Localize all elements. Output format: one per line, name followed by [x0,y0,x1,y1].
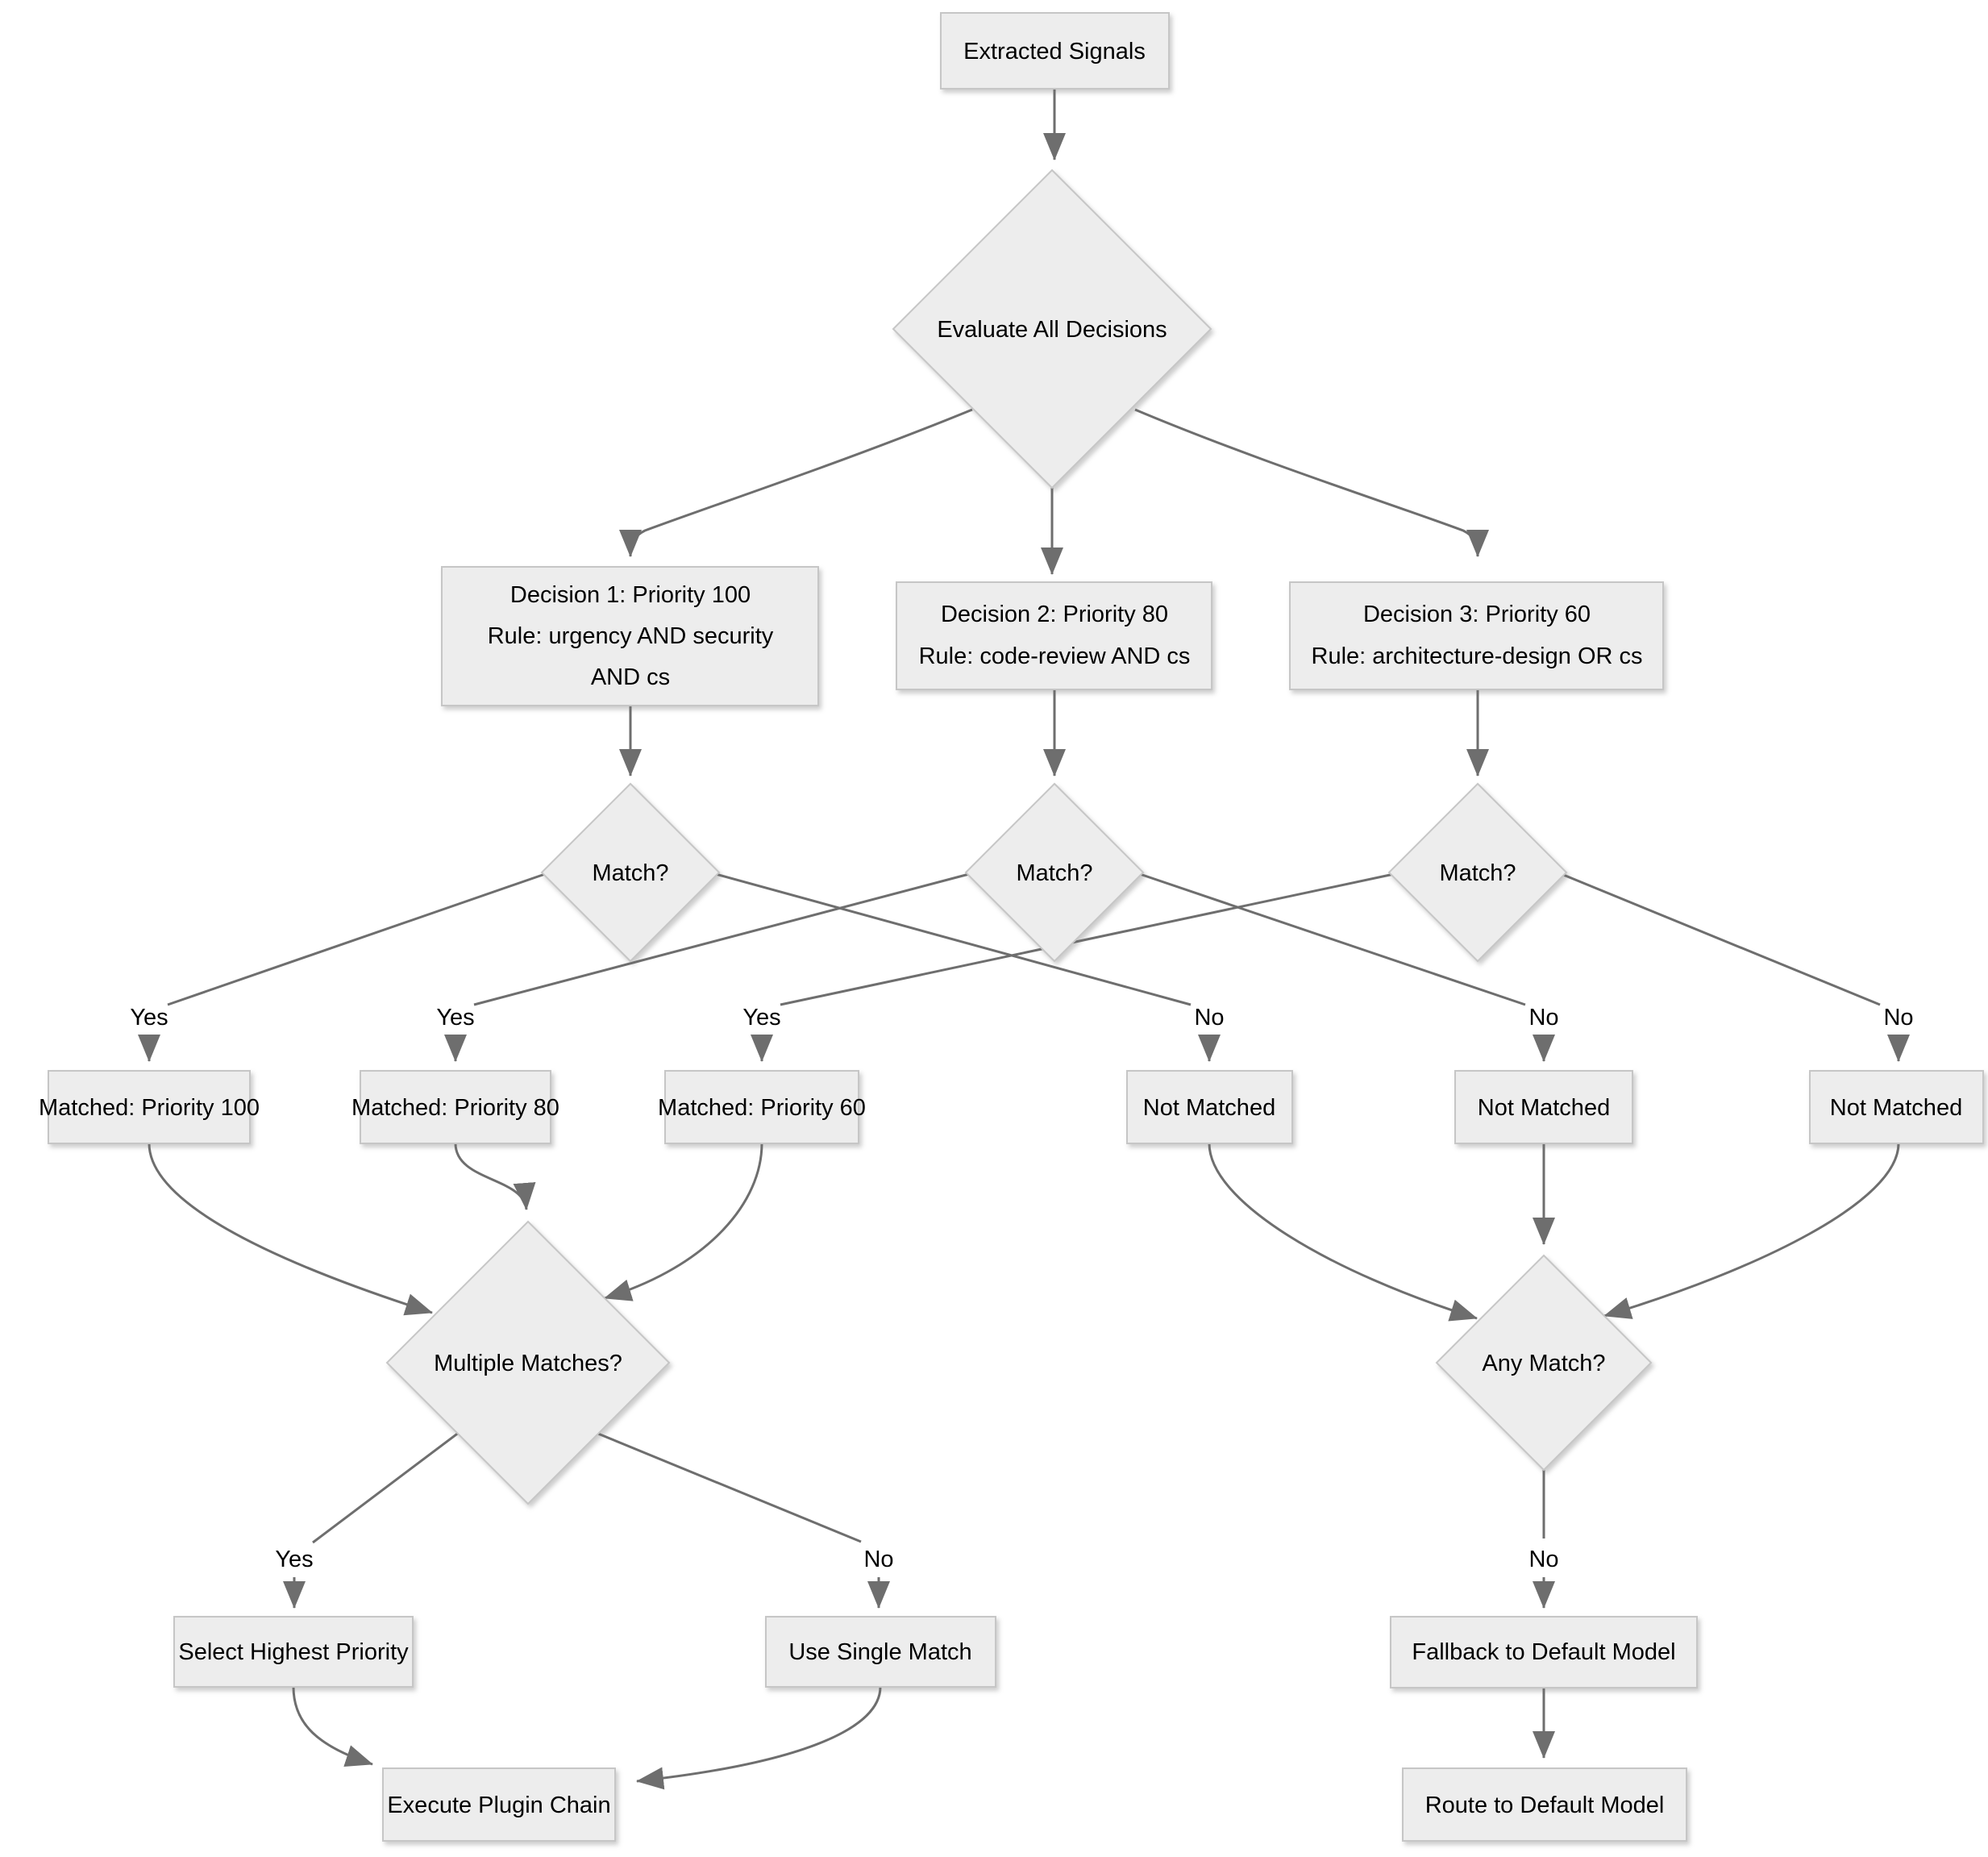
node-decision-2-line1: Decision 2: Priority 80 [941,602,1168,627]
node-fallback-default-model-box [1390,1616,1698,1688]
node-any-match-label: Any Match? [1482,1351,1605,1376]
node-not-matched-2: Not Matched [1454,1070,1633,1144]
edge-label-no-5: No [1528,1547,1558,1572]
node-multiple-matches: Multiple Matches? [385,1220,671,1505]
node-not-matched-2-label: Not Matched [1478,1095,1610,1121]
node-not-matched-3-box [1809,1070,1984,1144]
node-decision-1: Decision 1: Priority 100 Rule: urgency A… [441,566,819,706]
edge-multiple-no-line [597,1432,862,1543]
node-match-3-diamond [1387,782,1568,963]
node-fallback-default-model: Fallback to Default Model [1390,1616,1698,1688]
node-not-matched-1-box [1126,1070,1293,1144]
node-use-single-match-box [765,1616,996,1688]
node-multiple-matches-label: Multiple Matches? [434,1351,622,1376]
node-matched-priority-80-label: Matched: Priority 80 [351,1095,559,1121]
node-execute-plugin-chain-label: Execute Plugin Chain [387,1792,610,1818]
edge-label-no-1: No [1194,1005,1224,1031]
edge-notmatched3-to-anymatch [1603,1143,1900,1319]
node-fallback-default-model-label: Fallback to Default Model [1412,1639,1675,1665]
node-select-highest-priority-label: Select Highest Priority [178,1639,409,1665]
node-use-single-match-label: Use Single Match [788,1639,971,1665]
node-not-matched-3-label: Not Matched [1830,1095,1962,1121]
node-matched-priority-60-box [664,1070,859,1144]
node-multiple-matches-diamond [385,1220,671,1505]
node-decision-3-line1: Decision 3: Priority 60 [1363,602,1591,627]
node-matched-priority-100-label: Matched: Priority 100 [39,1095,260,1121]
edge-matched100-to-multiple [148,1143,433,1316]
node-evaluate-all-decisions-diamond [892,169,1212,489]
node-matched-priority-60-label: Matched: Priority 60 [658,1095,866,1121]
edge-label-yes-2: Yes [436,1005,474,1031]
edge-label-yes-1: Yes [130,1005,168,1031]
node-decision-1-line2: Rule: urgency AND security [488,623,774,649]
edge-match3-no-line [1561,872,1881,1006]
node-match-2-diamond [964,782,1145,963]
node-execute-plugin-chain: Execute Plugin Chain [382,1767,616,1842]
node-evaluate-all-decisions: Evaluate All Decisions [892,169,1212,489]
node-decision-2-box [896,581,1212,690]
node-matched-priority-60: Matched: Priority 60 [658,1070,866,1144]
node-not-matched-3: Not Matched [1809,1070,1984,1144]
node-route-default-model: Route to Default Model [1402,1767,1687,1842]
edge-multiple-yes-line [312,1430,460,1544]
node-use-single-match: Use Single Match [765,1616,996,1688]
edge-label-yes-3: Yes [742,1005,780,1031]
node-matched-priority-80-box [360,1070,551,1144]
edge-match1-no-line [715,872,1192,1006]
edges [138,89,1910,1790]
node-match-1-diamond [540,782,721,963]
node-matched-priority-100-box [48,1070,251,1144]
node-evaluate-all-decisions-label: Evaluate All Decisions [937,317,1167,343]
edge-matched60-to-multiple [604,1143,763,1301]
node-match-2-label: Match? [1016,860,1092,886]
node-decision-1-line3: AND cs [591,664,670,690]
edge-label-no-4: No [863,1547,893,1572]
node-match-2: Match? [964,782,1145,963]
node-any-match: Any Match? [1435,1254,1653,1472]
node-execute-plugin-chain-box [382,1767,616,1842]
node-match-3-label: Match? [1439,860,1516,886]
node-extracted-signals-label: Extracted Signals [963,39,1146,65]
node-decision-3-box [1289,581,1664,690]
edge-match3-yes-line [780,872,1395,1006]
node-route-default-model-box [1402,1767,1687,1842]
node-not-matched-1: Not Matched [1126,1070,1293,1144]
node-decision-3-line2: Rule: architecture-design OR cs [1312,643,1643,669]
edge-notmatched1-to-anymatch [1208,1143,1478,1322]
node-extracted-signals-box [940,12,1170,90]
edge-evaluate-to-decision3 [1134,408,1489,557]
edge-label-no-2: No [1528,1005,1558,1031]
node-match-3: Match? [1387,782,1568,963]
edge-label-no-3: No [1883,1005,1913,1031]
edge-single-to-execute [636,1686,882,1790]
node-decision-2: Decision 2: Priority 80 Rule: code-revie… [896,581,1212,690]
edge-select-to-execute [292,1686,373,1767]
node-decision-1-box [441,566,819,706]
node-match-1-label: Match? [592,860,668,886]
edge-evaluate-to-decision1 [619,408,973,557]
node-matched-priority-80: Matched: Priority 80 [351,1070,559,1144]
node-match-1: Match? [540,782,721,963]
node-select-highest-priority: Select Highest Priority [173,1616,414,1688]
node-decision-2-line2: Rule: code-review AND cs [919,643,1191,669]
edge-match1-yes-line [167,872,546,1006]
node-extracted-signals: Extracted Signals [940,12,1170,90]
node-select-highest-priority-box [173,1616,414,1688]
edge-label-yes-4: Yes [275,1547,313,1572]
node-decision-1-line1: Decision 1: Priority 100 [510,582,751,608]
node-not-matched-2-box [1454,1070,1633,1144]
node-matched-priority-100: Matched: Priority 100 [39,1070,260,1144]
edge-matched80-to-multiple [454,1143,536,1210]
edge-match2-no-line [1139,872,1526,1006]
node-any-match-diamond [1435,1254,1653,1472]
node-not-matched-1-label: Not Matched [1143,1095,1275,1121]
node-route-default-model-label: Route to Default Model [1425,1792,1665,1818]
node-decision-3: Decision 3: Priority 60 Rule: architectu… [1289,581,1664,690]
edge-match2-yes-line [473,872,970,1006]
